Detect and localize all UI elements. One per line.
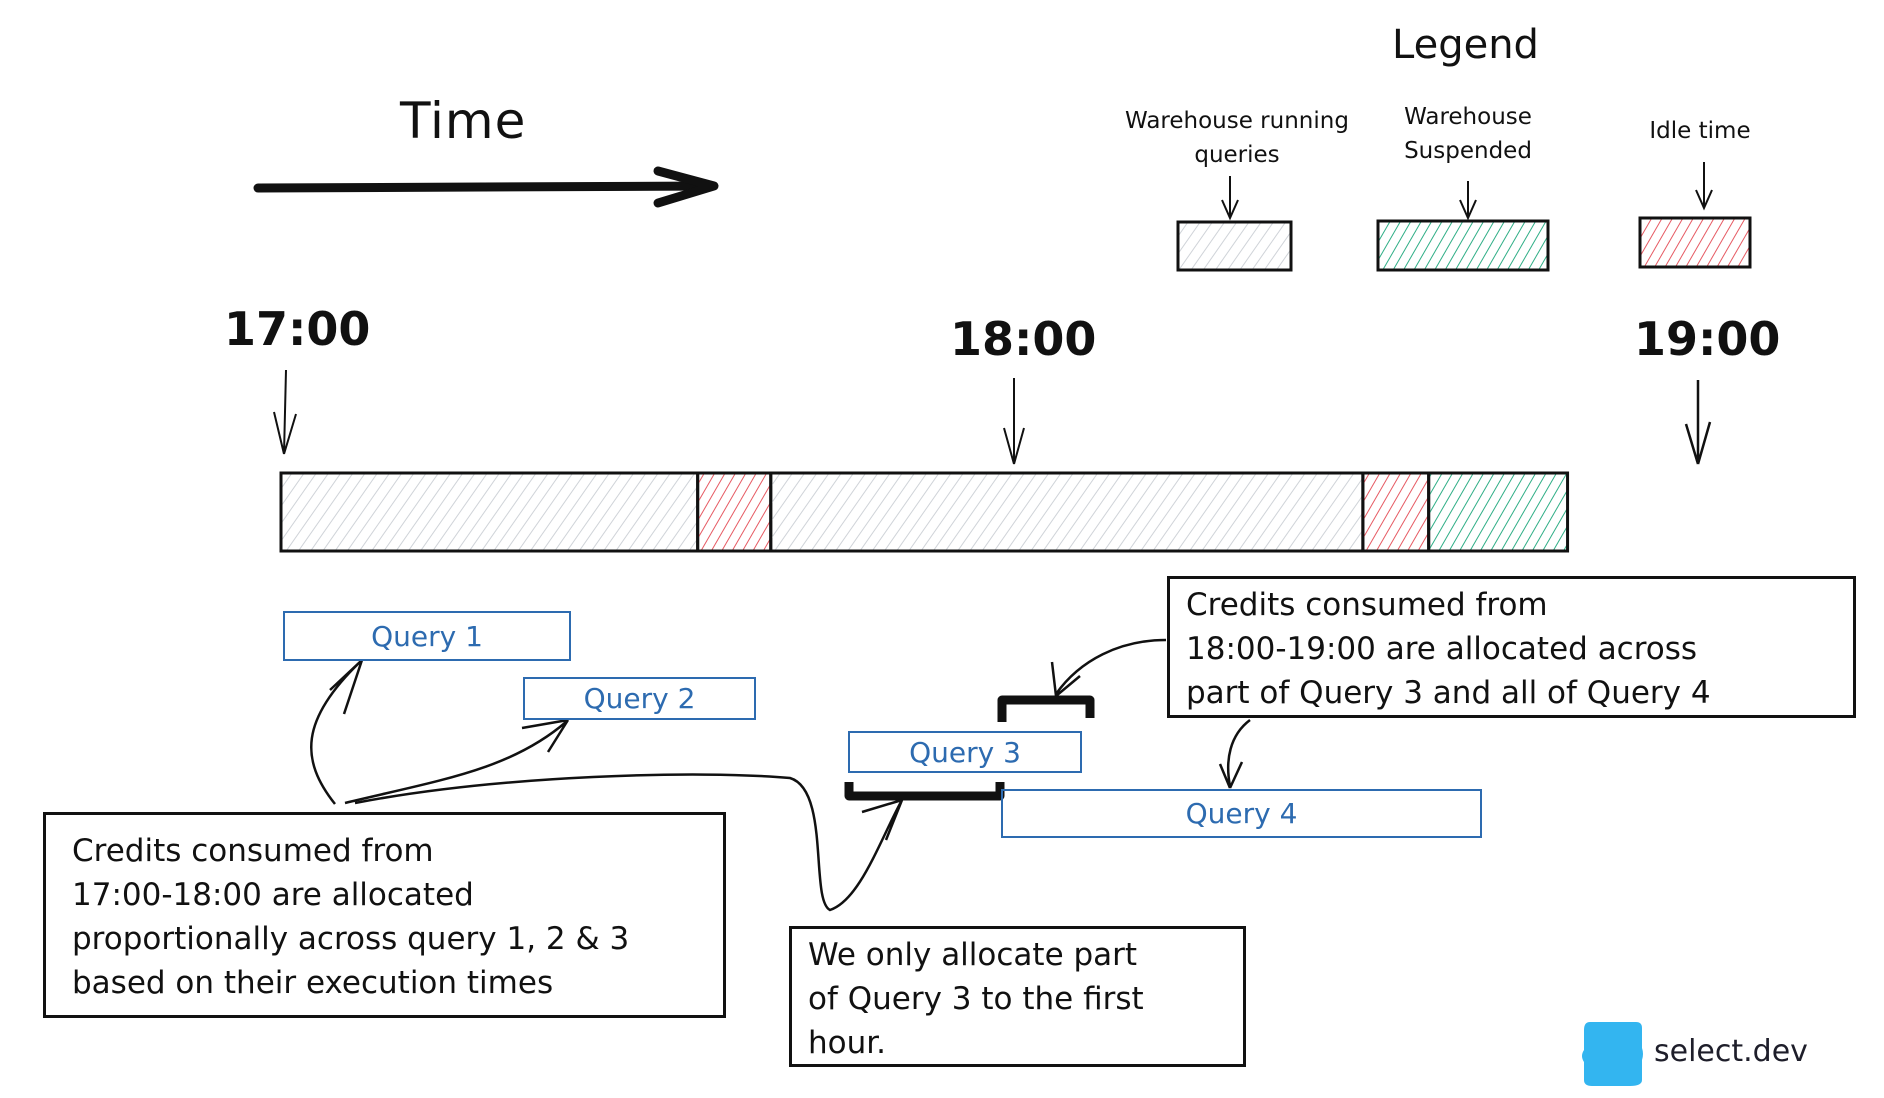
bracket-query3-first-hour (844, 782, 1005, 801)
note-first-hour: Credits consumed from 17:00-18:00 are al… (43, 812, 726, 1018)
timeline-segment-idle (1361, 471, 1431, 553)
timeline-segment-running (769, 471, 1365, 553)
arrow-note1-to-query3 (354, 773, 904, 912)
arrow-down-icon (1221, 176, 1239, 221)
tick-arrow-18-icon (1003, 378, 1025, 465)
time-arrow-icon (253, 166, 719, 208)
brand-name: select.dev (1654, 1034, 1808, 1069)
tick-arrow-17-icon (273, 369, 297, 455)
note-second-hour: Credits consumed from 18:00-19:00 are al… (1167, 576, 1856, 718)
arrow-down-icon (1459, 181, 1477, 221)
arrow-down-icon (1695, 162, 1713, 211)
time-axis-title: Time (400, 92, 527, 150)
tick-label-18: 18:00 (950, 312, 1097, 366)
select-dev-logo-icon (1582, 1022, 1643, 1086)
query-1-bar: Query 1 (283, 611, 571, 661)
arrow-note1-to-query2 (344, 718, 570, 805)
bracket-query3-second-hour (997, 695, 1095, 722)
query-2-bar: Query 2 (523, 677, 756, 720)
query-4-bar: Query 4 (1001, 789, 1482, 838)
note-partial-query: We only allocate part of Query 3 to the … (789, 926, 1246, 1067)
tick-arrow-19-icon (1684, 380, 1712, 465)
legend-swatch-suspended (1376, 181, 1550, 272)
legend-label-suspended: Warehouse Suspended (1404, 104, 1532, 164)
timeline-bar (279, 471, 1570, 553)
query-3-bar: Query 3 (848, 731, 1082, 773)
arrow-note1-to-query1 (310, 659, 364, 805)
arrow-note3-to-bracket (1050, 638, 1167, 697)
legend-swatch-idle (1638, 162, 1752, 269)
timeline-segment-suspended (1427, 471, 1570, 553)
arrow-note3-to-query4 (1218, 719, 1251, 789)
timeline-segment-running (279, 471, 700, 553)
legend-label-idle: Idle time (1649, 118, 1751, 144)
tick-label-19: 19:00 (1634, 312, 1781, 366)
legend-label-running: Warehouse running queries (1125, 108, 1349, 168)
timeline-segment-idle (696, 471, 773, 553)
tick-label-17: 17:00 (224, 302, 371, 356)
legend-title: Legend (1392, 22, 1539, 68)
legend-swatch-running (1176, 176, 1293, 272)
